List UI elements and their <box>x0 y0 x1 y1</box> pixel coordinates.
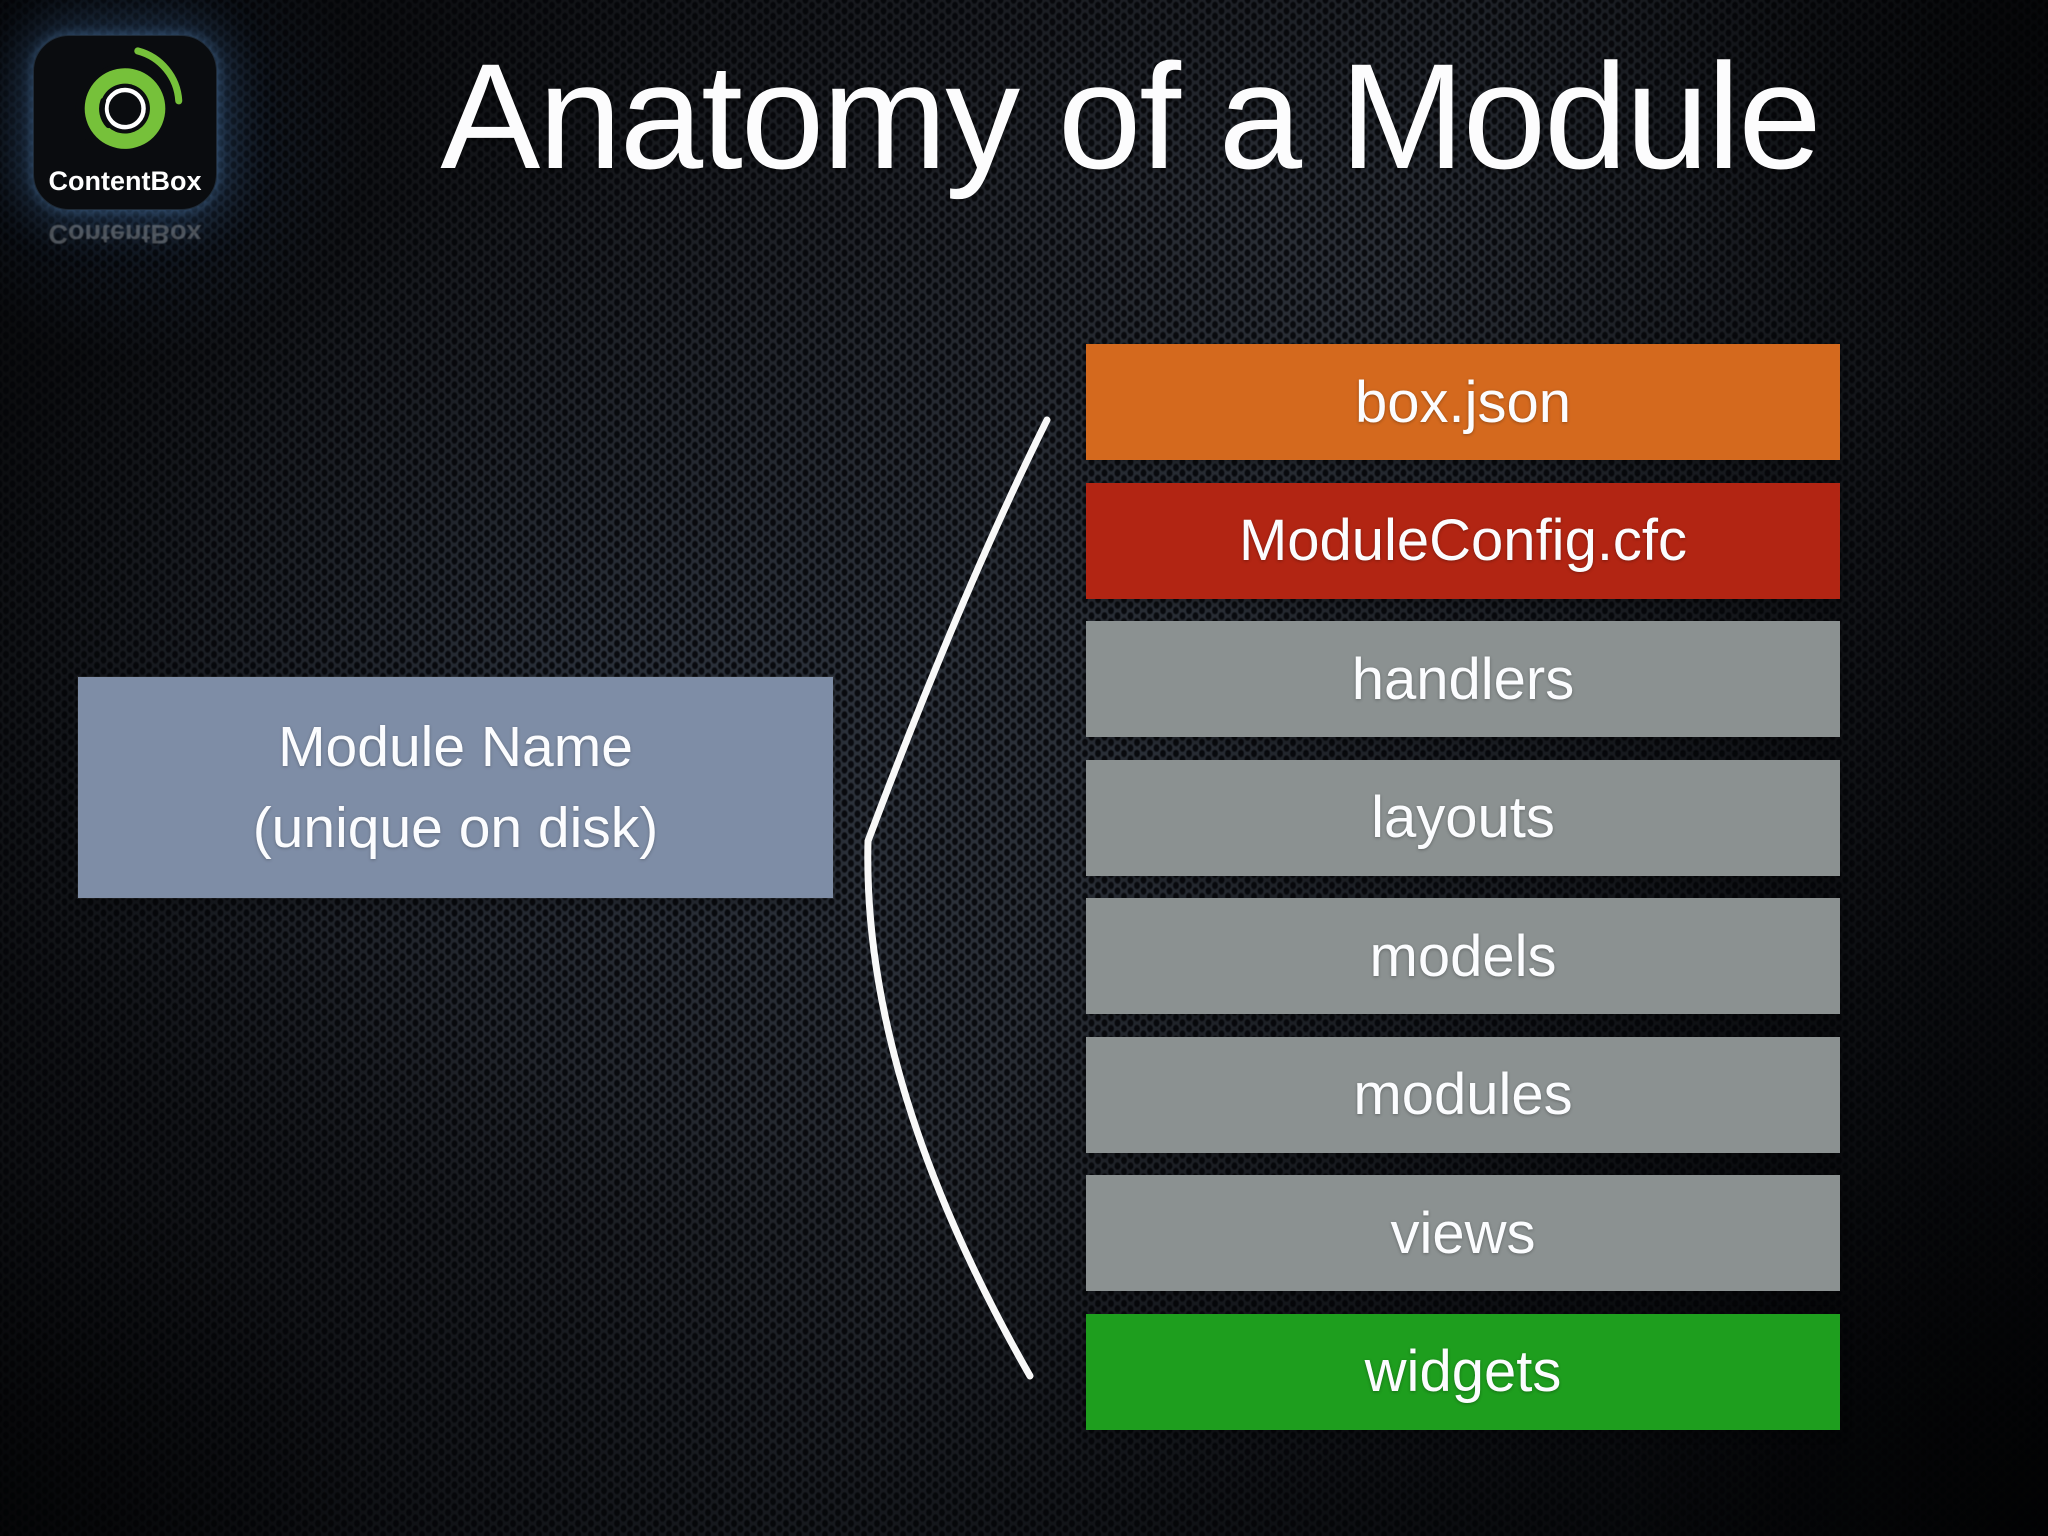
module-structure-stack: box.json ModuleConfig.cfc handlers layou… <box>1086 344 1840 1452</box>
contentbox-logo-reflection: ContentBox <box>48 219 202 249</box>
structure-box-handlers: handlers <box>1086 621 1840 737</box>
structure-box-models: models <box>1086 898 1840 1014</box>
structure-box-widgets: widgets <box>1086 1313 1840 1430</box>
contentbox-logo: ContentBox <box>33 35 217 210</box>
module-name-line2: (unique on disk) <box>252 795 659 860</box>
contentbox-swirl-icon <box>75 47 183 149</box>
structure-box-moduleconfig-cfc: ModuleConfig.cfc <box>1086 482 1840 599</box>
page-title: Anatomy of a Module <box>440 32 1821 200</box>
module-name-line1: Module Name <box>278 714 633 779</box>
structure-box-modules: modules <box>1086 1036 1840 1153</box>
module-name-box: Module Name (unique on disk) <box>78 677 833 898</box>
structure-box-box-json: box.json <box>1086 344 1840 460</box>
structure-box-views: views <box>1086 1175 1840 1291</box>
structure-box-layouts: layouts <box>1086 759 1840 876</box>
contentbox-logo-text: ContentBox <box>48 166 202 196</box>
